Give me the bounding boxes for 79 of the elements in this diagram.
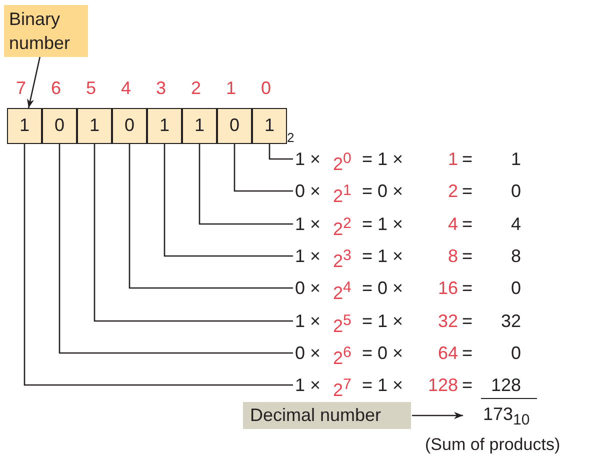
label-tag: Binary number [4,5,88,57]
power-of-two: 2$^{0}$ [333,149,352,175]
power-of-two: 2$^{4}$ [333,278,352,304]
connector-line [198,144,293,225]
product-value: 128 [490,374,521,396]
place-value: 64 [436,342,458,364]
equation-term: = 0 × [362,277,404,299]
equals-sign: = [462,342,474,364]
power-of-two: 2$^{3}$ [333,246,352,272]
position-index: 7 [16,78,26,99]
bit-factor: 0 × [295,342,322,364]
bit-factor: 0 × [295,277,322,299]
place-value: 4 [446,213,458,235]
base-subscript: 2 [287,130,294,145]
position-index: 0 [261,78,272,99]
power-of-two: 2$^{7}$ [333,375,352,401]
connector-line [94,144,293,322]
connector-line [234,144,293,192]
connector-line [268,144,293,160]
product-value: 4 [510,213,521,235]
product-value: 0 [510,180,521,202]
place-value: 2 [446,180,458,202]
bit-factor: 1 × [295,213,322,235]
position-index: 2 [191,78,202,99]
equation-term: = 1 × [362,213,404,235]
equation-term: = 1 × [362,148,404,170]
bit-factor: 1 × [295,374,322,396]
place-value: 8 [446,245,458,267]
product-value: 32 [500,310,521,332]
equals-sign: = [462,213,474,235]
bit-cell: 1 [7,108,42,144]
connector-line [58,144,293,354]
bit-cell: 1 [77,108,112,144]
position-index: 5 [86,78,96,99]
place-value: 1 [446,148,458,170]
equals-sign: = [462,310,474,332]
equation-term: = 0 × [362,342,404,364]
position-index: 6 [51,78,62,99]
place-value: 16 [436,277,458,299]
note-text: (Sum of products) [425,435,560,455]
bit-factor: 1 × [295,148,322,170]
equation-term: = 0 × [362,180,404,202]
arrow [27,56,41,108]
equals-sign: = [462,374,474,396]
equals-sign: = [462,180,474,202]
position-index: 1 [226,78,236,99]
power-of-two: 2$^{6}$ [333,343,352,369]
bit-factor: 1 × [295,310,322,332]
equation-term: = 1 × [362,310,404,332]
equals-sign: = [462,245,474,267]
bit-cell: 0 [112,108,147,144]
bit-factor: 1 × [295,245,322,267]
connector-line [128,144,293,289]
bit-factor: 0 × [295,180,322,202]
product-value: 0 [510,342,521,364]
equation-term: = 1 × [362,245,404,267]
place-value: 128 [426,374,458,396]
connector-line [24,144,293,386]
power-of-two: 2$^{2}$ [333,214,352,240]
bit-cell: 1 [182,108,217,144]
decimal-result: 173$_{10}$ [481,401,543,429]
equation-term: = 1 × [362,374,404,396]
product-value: 8 [510,245,521,267]
bit-cell: 0 [217,108,252,144]
product-value: 1 [510,148,521,170]
product-value: 0 [510,277,521,299]
place-value: 32 [436,310,458,332]
position-index: 3 [156,78,166,99]
arrow [412,412,463,420]
bit-cell: 0 [42,108,77,144]
connector-line [164,144,293,257]
power-of-two: 2$^{5}$ [333,311,352,337]
bit-cell: 1 [252,108,287,144]
label-tag: Decimal number [243,402,411,429]
equals-sign: = [462,148,474,170]
power-of-two: 2$^{1}$ [333,181,352,207]
equals-sign: = [462,277,474,299]
position-index: 4 [121,78,132,99]
bit-cell: 1 [147,108,182,144]
